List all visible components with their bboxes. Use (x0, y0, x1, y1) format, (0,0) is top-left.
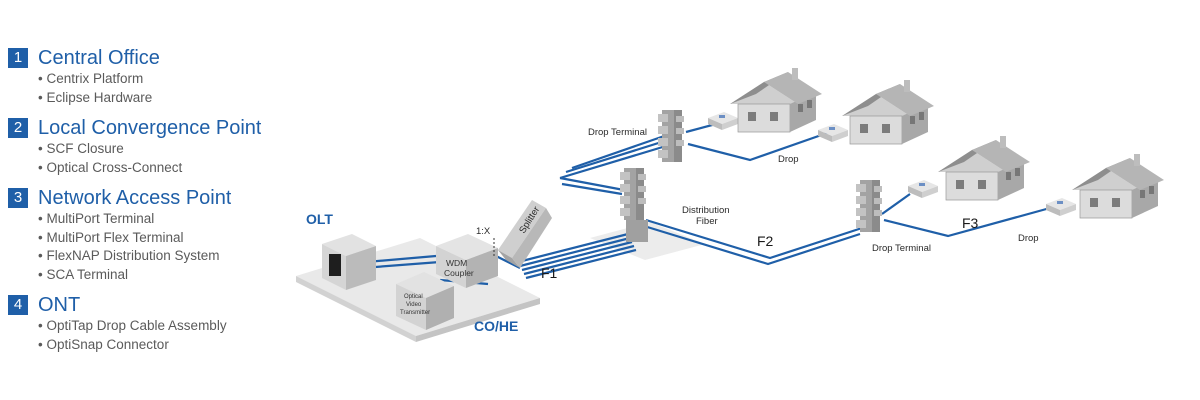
f3-label: F3 (962, 215, 979, 231)
distribution-closure (620, 168, 648, 242)
list-item: • Optical Cross-Connect (38, 159, 183, 175)
distribution-fiber-label-line2: Fiber (696, 216, 718, 227)
drop-upper-label: Drop (778, 154, 799, 165)
list-item: • OptiTap Drop Cable Assembly (38, 318, 227, 333)
house (937, 135, 1031, 201)
olt-label: OLT (306, 211, 333, 227)
section-items: • SCF Closure • Optical Cross-Connect (8, 140, 264, 177)
legend-section-ont: 4 ONT • OptiTap Drop Cable Assembly • Op… (8, 293, 264, 354)
list-item: • Eclipse Hardware (38, 89, 153, 105)
wdm-coupler-label-line2: Coupler (444, 268, 474, 278)
olt-unit (322, 234, 376, 290)
wdm-coupler-label-line1: WDM (446, 258, 467, 268)
list-item: • Centrix Platform (38, 71, 144, 86)
section-title: ONT (38, 293, 81, 316)
legend-section-central-office: 1 Central Office • Centrix Platform • Ec… (8, 46, 264, 107)
drop-terminal-upper-label: Drop Terminal (588, 127, 647, 138)
section-number: 4 (8, 295, 28, 315)
drop-terminal-lower-label: Drop Terminal (872, 243, 931, 254)
wdm-coupler (436, 234, 498, 288)
ont-box (1046, 198, 1076, 216)
legend-section-local-convergence-point: 2 Local Convergence Point • SCF Closure … (8, 116, 264, 177)
distribution-fiber-label-line1: Distribution (682, 205, 730, 216)
section-number: 3 (8, 188, 28, 208)
list-item: • SCA Terminal (38, 266, 129, 282)
one-x-label: 1:X (476, 226, 491, 237)
ovt-label-line3: Transmitter (400, 310, 430, 316)
optical-video-transmitter (396, 272, 454, 330)
ovt-label-line2: Video (406, 302, 422, 308)
ont-box (908, 180, 938, 198)
house (1071, 153, 1165, 219)
list-item: • OptiSnap Connector (38, 336, 169, 352)
ont-box (708, 112, 738, 130)
section-title: Central Office (38, 46, 160, 69)
section-title: Network Access Point (38, 186, 232, 209)
list-item: • MultiPort Terminal (38, 211, 155, 226)
section-number: 1 (8, 48, 28, 68)
ont-box (818, 124, 848, 142)
legend: 1 Central Office • Centrix Platform • Ec… (8, 46, 264, 363)
legend-section-network-access-point: 3 Network Access Point • MultiPort Termi… (8, 186, 264, 284)
drop-terminal-lower (856, 180, 882, 232)
section-items: • MultiPort Terminal • MultiPort Flex Te… (8, 210, 264, 284)
ovt-label-line1: Optical (404, 294, 423, 300)
list-item: • FlexNAP Distribution System (38, 248, 220, 263)
splitter (498, 200, 552, 268)
f2-label: F2 (757, 233, 774, 249)
list-item: • SCF Closure (38, 141, 124, 156)
house (841, 79, 935, 145)
section-items: • Centrix Platform • Eclipse Hardware (8, 70, 264, 107)
section-number: 2 (8, 118, 28, 138)
house (729, 67, 823, 133)
drop-lower-label: Drop (1018, 233, 1039, 244)
list-item: • MultiPort Flex Terminal (38, 229, 184, 245)
f1-label: F1 (541, 265, 558, 281)
section-title: Local Convergence Point (38, 116, 262, 139)
co-he-label: CO/HE (474, 318, 518, 334)
section-items: • OptiTap Drop Cable Assembly • OptiSnap… (8, 317, 264, 354)
